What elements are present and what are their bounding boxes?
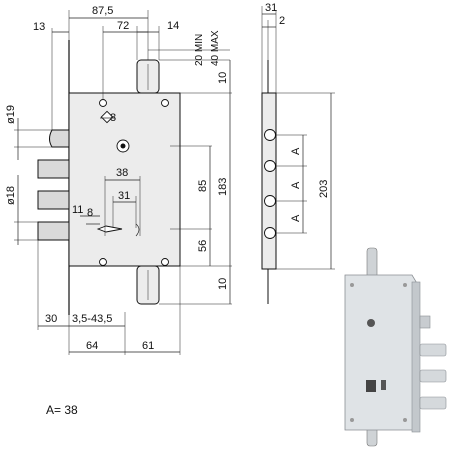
side-bolt-hole bbox=[264, 160, 276, 172]
side-view: 31 2 A A A 203 bbox=[261, 2, 335, 304]
front-view: 87,5 72 14 13 20 MIN 40 MAX 10 183 85 56… bbox=[5, 5, 232, 355]
side-plate bbox=[261, 92, 277, 270]
dim-85: 85 bbox=[197, 180, 209, 192]
screw-hole bbox=[161, 99, 169, 107]
key-slot bbox=[135, 223, 140, 237]
spacing-a-1: A bbox=[290, 147, 302, 155]
dim-72: 72 bbox=[117, 20, 129, 32]
spacing-a-2: A bbox=[290, 181, 302, 189]
dim-8-spindle: 8 bbox=[110, 112, 116, 124]
dim-3-5-43-5: 3,5-43,5 bbox=[72, 313, 112, 325]
side-bolt-hole bbox=[264, 195, 276, 207]
dead-bolt bbox=[37, 159, 70, 179]
lock-body bbox=[68, 92, 181, 267]
side-bolt-hole bbox=[264, 227, 276, 239]
dead-bolt bbox=[37, 190, 70, 210]
dim-31-inner: 31 bbox=[118, 190, 130, 202]
latch-bolt bbox=[49, 129, 70, 148]
dim-56: 56 bbox=[197, 240, 209, 252]
dim-10-top: 10 bbox=[217, 72, 229, 84]
spacing-a-3: A bbox=[290, 214, 302, 222]
side-latch-hole bbox=[264, 129, 276, 141]
dim-20-min: 20 MIN bbox=[194, 34, 205, 66]
dim-14: 14 bbox=[167, 20, 179, 32]
dim-13: 13 bbox=[33, 21, 45, 33]
screw-hole bbox=[99, 258, 107, 266]
dim-11-inner: 11 bbox=[72, 204, 83, 216]
dim-dia-19: ø19 bbox=[5, 105, 17, 124]
dim-203: 203 bbox=[318, 180, 330, 198]
screw-hole bbox=[99, 99, 107, 107]
dim-8-inner: 8 bbox=[87, 207, 93, 219]
spindle-hole bbox=[100, 110, 114, 124]
dim-61: 61 bbox=[142, 340, 154, 352]
dim-40-max: 40 MAX bbox=[210, 30, 221, 66]
screw-hole bbox=[161, 258, 169, 266]
legend-text: A= 38 bbox=[46, 403, 78, 417]
dim-10-bottom: 10 bbox=[217, 278, 229, 290]
dim-31-side: 31 bbox=[265, 2, 277, 14]
dim-183: 183 bbox=[217, 178, 229, 196]
dim-38-inner: 38 bbox=[116, 167, 128, 179]
dim-87-5: 87,5 bbox=[92, 5, 113, 17]
dim-2-side: 2 bbox=[279, 15, 285, 27]
lock-photo bbox=[344, 247, 447, 447]
dim-30: 30 bbox=[45, 313, 57, 325]
dim-64: 64 bbox=[86, 340, 98, 352]
keyhole bbox=[96, 225, 123, 233]
dead-bolt bbox=[37, 221, 70, 241]
dim-dia-18: ø18 bbox=[5, 186, 17, 205]
